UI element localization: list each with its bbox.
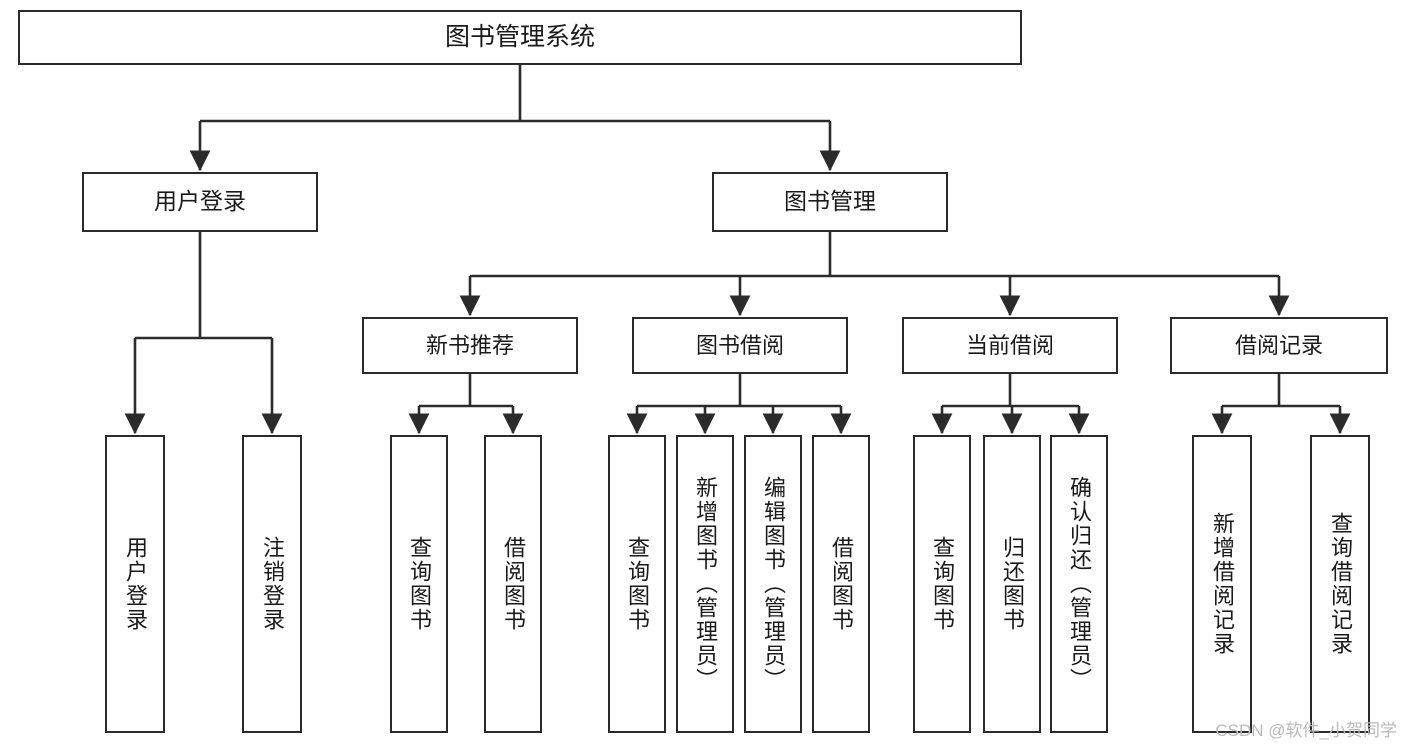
watermark: CSDN @软件_小贺同学: [1215, 721, 1397, 740]
node-label: 查询借阅记录: [1327, 512, 1353, 656]
node-label: 查询图书: [929, 536, 955, 632]
node-leaf-add-record[interactable]: 新增借阅记录: [1192, 435, 1252, 733]
node-leaf-query-book-2[interactable]: 查询图书: [608, 435, 666, 733]
node-borrow-record[interactable]: 借阅记录: [1170, 317, 1388, 374]
node-label: 用户登录: [122, 536, 148, 632]
node-label: 确认归还（管理员）: [1066, 476, 1092, 692]
node-label: 查询图书: [624, 536, 650, 632]
node-new-book-rec[interactable]: 新书推荐: [362, 317, 578, 374]
node-leaf-borrow-book-2[interactable]: 借阅图书: [812, 435, 870, 733]
node-leaf-query-record[interactable]: 查询借阅记录: [1310, 435, 1370, 733]
node-label: 归还图书: [999, 536, 1025, 632]
node-label: 借阅图书: [828, 536, 854, 632]
node-label: 编辑图书（管理员）: [760, 476, 786, 692]
node-leaf-user-logout[interactable]: 注销登录: [242, 435, 302, 733]
node-leaf-confirm-ret[interactable]: 确认归还（管理员）: [1050, 435, 1108, 733]
node-label: 当前借阅: [965, 332, 1054, 358]
node-label: 新增图书（管理员）: [692, 476, 718, 692]
node-label: 图书管理系统: [444, 22, 595, 51]
node-label: 图书借阅: [695, 332, 784, 358]
node-label: 借阅记录: [1234, 332, 1323, 358]
node-current-borrow[interactable]: 当前借阅: [902, 317, 1118, 374]
node-leaf-query-book-1[interactable]: 查询图书: [390, 435, 448, 733]
node-label: 新书推荐: [425, 332, 514, 358]
node-leaf-query-book-3[interactable]: 查询图书: [913, 435, 971, 733]
node-label: 新增借阅记录: [1209, 512, 1235, 656]
node-label: 借阅图书: [500, 536, 526, 632]
node-label: 用户登录: [154, 188, 246, 215]
node-label: 注销登录: [259, 536, 285, 632]
node-book-manage[interactable]: 图书管理: [712, 172, 948, 232]
node-leaf-add-book[interactable]: 新增图书（管理员）: [676, 435, 734, 733]
node-leaf-user-login[interactable]: 用户登录: [105, 435, 165, 733]
node-leaf-borrow-book-1[interactable]: 借阅图书: [484, 435, 542, 733]
node-user-login[interactable]: 用户登录: [82, 172, 318, 232]
node-leaf-return-book[interactable]: 归还图书: [983, 435, 1041, 733]
node-label: 图书管理: [784, 188, 876, 215]
node-book-borrow[interactable]: 图书借阅: [632, 317, 848, 374]
node-leaf-edit-book[interactable]: 编辑图书（管理员）: [744, 435, 802, 733]
node-label: 查询图书: [406, 536, 432, 632]
node-root[interactable]: 图书管理系统: [18, 10, 1022, 65]
